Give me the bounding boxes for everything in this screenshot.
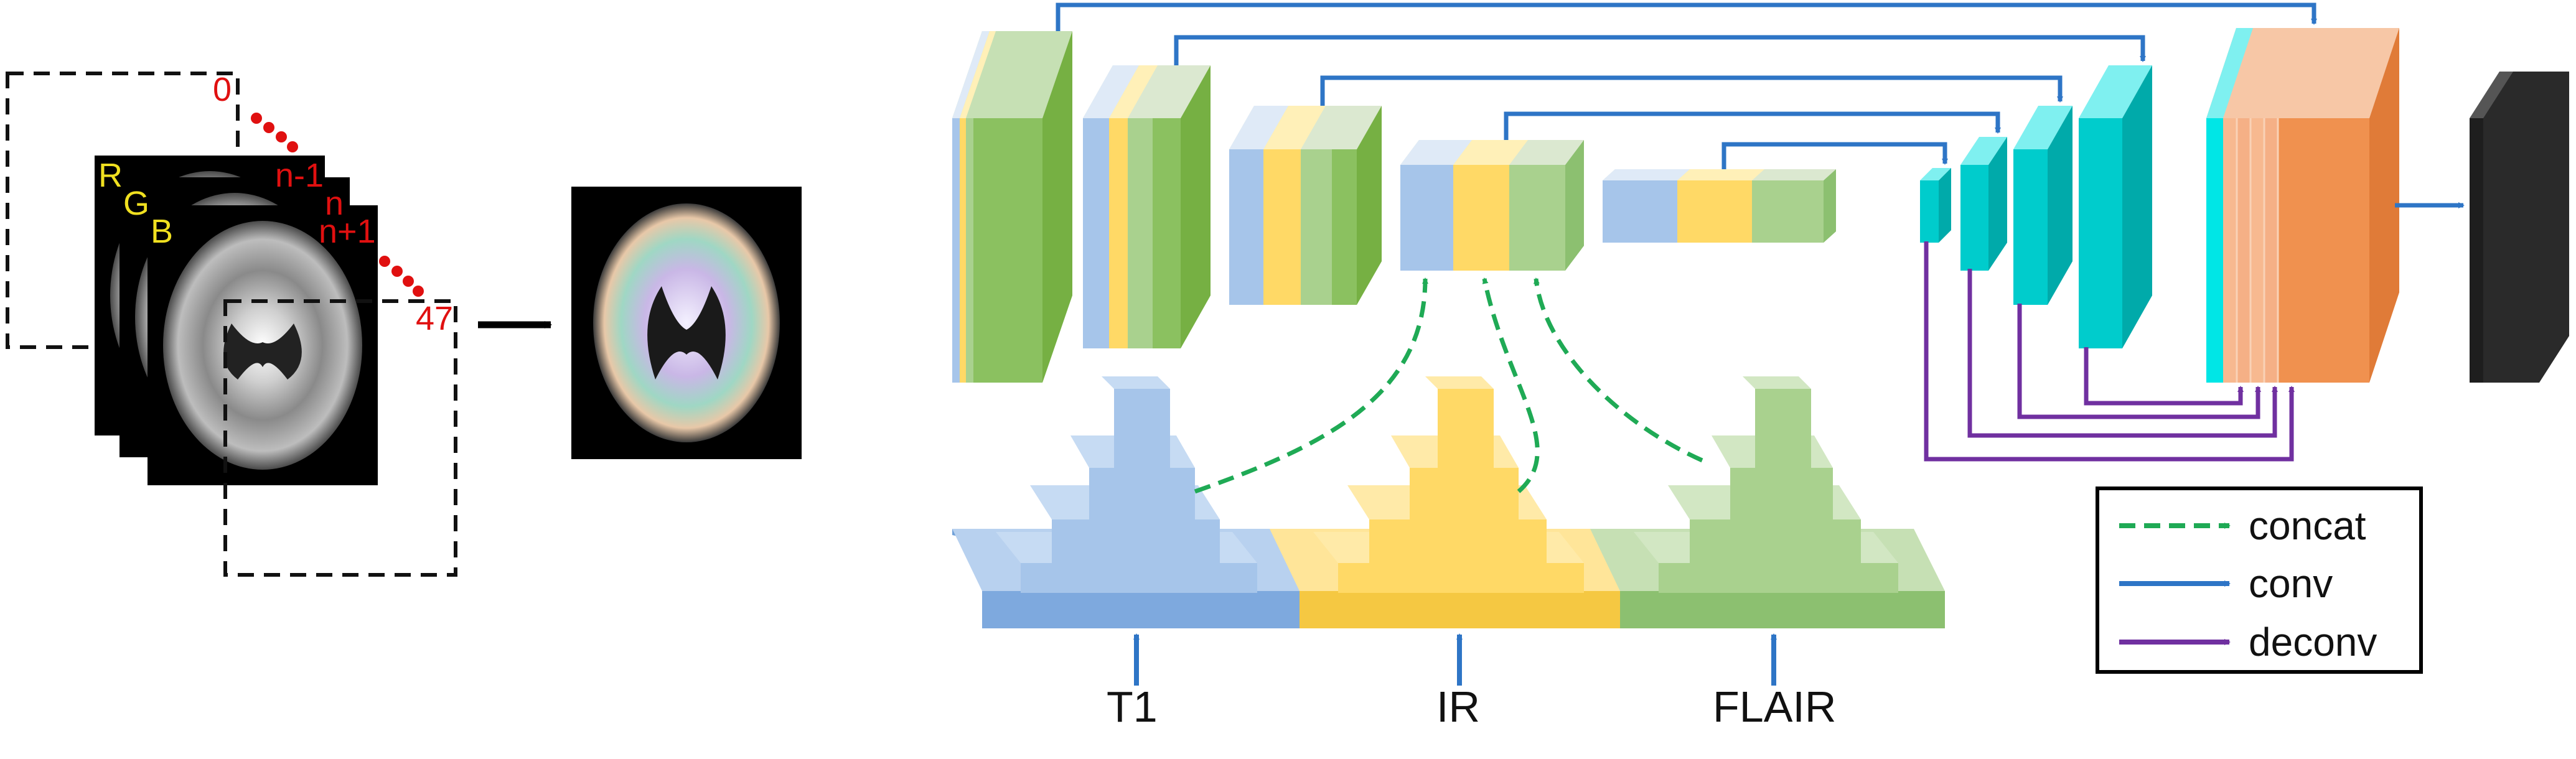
legend-concat-label: concat [2249,503,2366,548]
input-label-flair: FLAIR [1713,682,1836,731]
input-label-t1: T1 [1107,682,1158,731]
dashed-window-bottom [223,299,457,577]
slice-stack: R G B 0 n-1 n n+1 47 [6,71,457,577]
slice-index-last: 47 [416,300,453,337]
slice-index-current: n [325,185,344,222]
unet-decoder [1920,28,2569,383]
legend: concat conv deconv [2096,487,2423,674]
encoder-block-5 [1603,169,1836,243]
decoder-block-2 [1960,137,2007,271]
skip-arrow-4 [1504,111,2001,140]
slice-index-first: 0 [213,71,232,108]
decoder-block-4 [2079,65,2152,348]
slice-index-prev: n-1 [275,157,324,194]
deconv-arrow-1 [1924,241,2295,462]
concat-arrow-flair [1533,277,1703,463]
skip-arrow-5 [1721,142,1948,169]
encoder-block-2 [1083,65,1211,348]
decoder-block-1 [1920,168,1951,243]
channel-label-r: R [98,157,123,194]
skip-arrow-1 [1056,2,2317,31]
pyramid-ir [1270,376,1631,628]
input-label-ir: IR [1436,682,1480,731]
slice-dots-lower [379,256,424,297]
slice-index-next: n+1 [319,213,376,250]
channel-label-g: G [123,185,149,222]
encoder-block-1 [952,31,1072,383]
decoder-block-3 [2013,106,2073,305]
encoder-block-4 [1400,140,1584,271]
slice-dots-upper [251,113,298,152]
deconv-arrow-3 [2017,304,2261,419]
input-arrows [1133,633,1777,686]
legend-conv-label: conv [2249,561,2333,606]
output-block [2470,72,2569,383]
skip-connections [1056,2,2465,208]
pyramid-t1 [952,376,1304,628]
deconv-connections [1924,241,2295,462]
skip-arrow-3 [1320,75,2063,106]
concat-arrow-ir [1482,277,1540,493]
concat-arrow-t1 [1194,277,1428,494]
brain-slice-b [148,205,378,485]
encoder-block-3 [1229,106,1382,305]
pyramid-flair [1590,376,1945,628]
unet-encoder [952,31,1836,383]
deconv-arrow-2 [1967,269,2278,438]
combined-rgb-image [571,187,802,459]
channel-label-b: B [151,213,173,250]
skip-arrow-2 [1174,35,2146,65]
concat-connections [1194,277,1703,494]
decoder-block-final [2206,28,2399,383]
legend-deconv-label: deconv [2249,620,2377,664]
deconv-arrow-4 [2084,347,2244,406]
